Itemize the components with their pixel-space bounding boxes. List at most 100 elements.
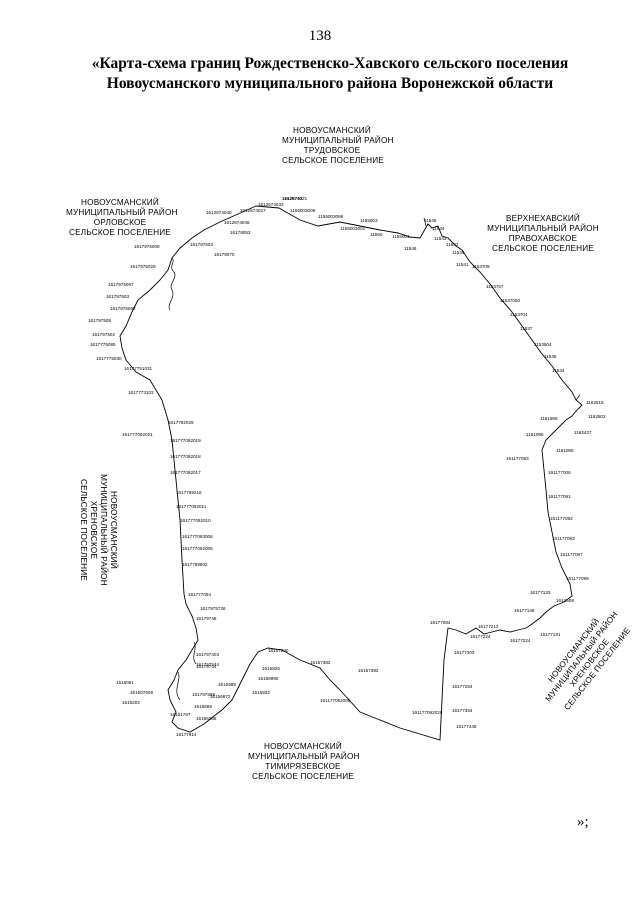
boundary-point-label: 16126743: [282, 196, 303, 201]
boundary-point-label: 161777092021: [122, 432, 153, 437]
boundary-point-label: 161177092029: [412, 710, 443, 715]
boundary-point-label: 11543: [434, 236, 447, 241]
closing-mark: »;: [577, 814, 589, 830]
boundary-point-label: 11546: [452, 250, 465, 255]
boundary-point-label: 1612674027: [240, 208, 266, 213]
boundary-point-label: 16156872: [210, 694, 231, 699]
boundary-point-label: 1155003066: [318, 214, 344, 219]
boundary-point-label: 161177083: [506, 456, 529, 461]
boundary-point-label: 11548: [404, 246, 417, 251]
title-line-2: Новоусманского муниципального района Вор…: [106, 75, 554, 92]
boundary-point-label: 11537: [520, 326, 533, 331]
boundary-point-label: 1162437: [574, 430, 592, 435]
boundary-point-label: 1161085: [556, 448, 574, 453]
boundary-point-label: 11534: [552, 368, 565, 373]
boundary-point-label: 16161787: [170, 712, 191, 717]
boundary-point-label: 161777092017: [170, 470, 201, 475]
boundary-point-label: 16157382: [310, 660, 331, 665]
boundary-point-label: 1617775030: [96, 356, 122, 361]
boundary-point-label: 16157230: [268, 648, 289, 653]
boundary-point-label: 1617773103: [128, 390, 154, 395]
boundary-point-label: 16177212: [478, 624, 499, 629]
boundary-point-label: 1612508: [556, 598, 574, 603]
boundary-point-label: 16177751031: [124, 366, 153, 371]
boundary-point-label: 1153767: [486, 284, 504, 289]
boundary-point-label: 1153704: [510, 312, 528, 317]
boundary-point-label: 161177006: [548, 470, 571, 475]
boundary-point-label: 16177133: [530, 590, 551, 595]
boundary-point-label: 16177449: [456, 724, 477, 729]
boundary-point-label: 1155001: [392, 234, 410, 239]
boundary-point-label: 1615825: [262, 666, 280, 671]
boundary-point-label: 1617975009: [134, 244, 160, 249]
boundary-point-label: 161177091: [548, 494, 571, 499]
boundary-point-label: 161777092011: [176, 504, 207, 509]
boundary-point-label: 1155003009: [290, 208, 316, 213]
boundary-point-label: 1616051: [116, 680, 134, 685]
boundary-point-label: 16179053: [230, 230, 251, 235]
boundary-point-label: 1161968: [540, 416, 558, 421]
boundary-line: [119, 205, 583, 741]
boundary-point-label: 16177914: [176, 732, 197, 737]
boundary-point-label: 161797403: [196, 652, 219, 657]
boundary-point-label: 11541: [456, 262, 469, 267]
boundary-point-label: 16158990: [258, 676, 279, 681]
boundary-point-label: 1617975029: [130, 264, 156, 269]
boundary-point-label: 16177145: [514, 608, 535, 613]
boundary-point-label: 1617789902: [182, 562, 208, 567]
boundary-point-label: 16177191: [540, 632, 561, 637]
boundary-point-label: 161177092005: [320, 698, 351, 703]
boundary-point-label: 161797503: [106, 294, 129, 299]
boundary-point-label: 16177303: [454, 650, 475, 655]
boundary-point-label: 1617975067: [110, 306, 136, 311]
boundary-point-label: 161607609: [130, 690, 153, 695]
boundary-point-label: 161797505: [88, 318, 111, 323]
boundary-point-label: 1616669: [194, 704, 212, 709]
boundary-point-label: 11545: [424, 218, 437, 223]
boundary-point-label: 161177099: [566, 576, 589, 581]
boundary-point-label: 1153504: [534, 342, 552, 347]
title-line-1: «Карта-схема границ Рождественско-Хавско…: [91, 55, 569, 72]
boundary-point-label: 161797503: [190, 242, 213, 247]
map-title: «Карта-схема границ Рождественско-Хавско…: [60, 54, 600, 94]
boundary-point-label: 1162515: [586, 400, 604, 405]
boundary-point-label: 1155003001: [340, 226, 366, 231]
boundary-point-label: 16179744: [196, 664, 217, 669]
boundary-point-label: 16177254: [452, 684, 473, 689]
boundary-point-label: 161177093: [552, 536, 575, 541]
boundary-point-label: 1153709: [472, 264, 490, 269]
boundary-point-label: 1617775085: [90, 342, 116, 347]
boundary-point-label: 1612674046: [224, 220, 250, 225]
boundary-point-label: 16179070: [214, 252, 235, 257]
boundary-point-label: 161777093006: [182, 534, 213, 539]
boundary-detail: [168, 217, 581, 701]
boundary-point-label: 11544: [432, 226, 445, 231]
boundary-point-label: 16177224: [470, 634, 491, 639]
boundary-point-label: 11542: [446, 242, 459, 247]
boundary-point-label: 161797598: [192, 692, 215, 697]
boundary-point-label: 161177092: [550, 516, 573, 521]
boundary-point-label: 161777092005: [182, 546, 213, 551]
boundary-point-label: 1615989: [218, 682, 236, 687]
boundary-point-label: 161797502: [92, 332, 115, 337]
boundary-point-label: 1162502: [588, 414, 606, 419]
boundary-point-label: 1615932: [252, 690, 270, 695]
boundary-point-label: 161777094: [188, 592, 211, 597]
boundary-point-label: 1617792029: [168, 420, 194, 425]
boundary-point-label: 16177084: [430, 620, 451, 625]
boundary-point-label: 16179748: [196, 616, 217, 621]
page-number: 138: [308, 28, 332, 44]
boundary-point-label: 16177224: [510, 638, 531, 643]
boundary-point-label: 11535: [544, 354, 557, 359]
boundary-point-label: 16177354: [452, 708, 473, 713]
boundary-point-label: 11537050: [500, 298, 521, 303]
boundary-point-label: 16166285: [196, 716, 217, 721]
boundary-point-label: 1612674040: [206, 210, 232, 215]
boundary-point-label: 1617975736: [200, 606, 226, 611]
boundary-point-label: 1155003: [360, 218, 378, 223]
